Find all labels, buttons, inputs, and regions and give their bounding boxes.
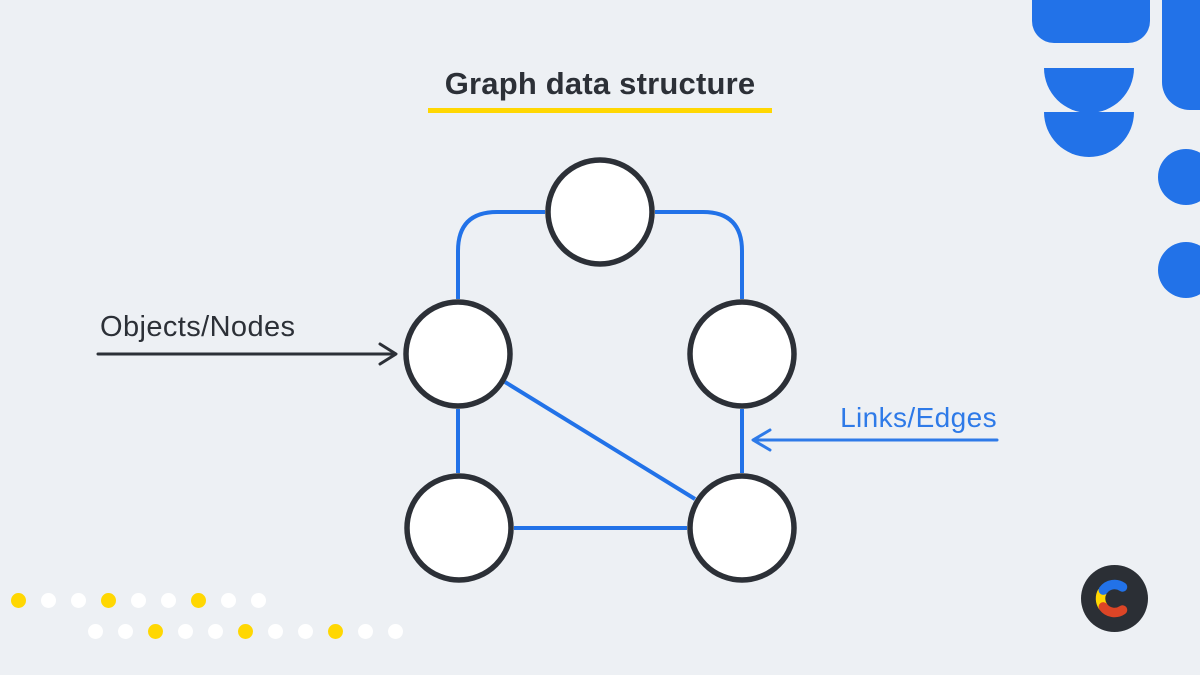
decor-dot-white [358,624,373,639]
decor-dot-white [178,624,193,639]
decor-dot-yellow [101,593,116,608]
decor-dot-white [221,593,236,608]
page-title: Graph data structure [444,66,756,101]
logo-blue-arc [1098,579,1128,595]
decor-dot-yellow [11,593,26,608]
decor-dot-yellow [148,624,163,639]
decor-circle-shape [1158,149,1200,205]
decor-circle-shape [1158,242,1200,298]
edge-top-to-mid-right [655,210,744,299]
links-edges-label: Links/Edges [840,402,997,433]
graph-node-mid-left [403,299,513,409]
decor-dot-white [71,593,86,608]
brand-logo [1081,565,1148,632]
edge-top-to-mid-left [456,210,545,299]
title-underline [428,108,772,113]
links-edges-arrow-head [751,428,772,452]
logo-background-circle [1081,565,1148,632]
decor-dot-white [208,624,223,639]
edge-mid-left-to-bottom-right [503,380,697,501]
objects-nodes-arrow [96,342,398,366]
logo-red-arc [1098,602,1128,618]
graph-node-bottom-right [687,473,797,583]
decor-dot-white [88,624,103,639]
objects-nodes-arrow-head [378,342,398,366]
decor-dot-yellow [238,624,253,639]
links-edges-arrow [751,428,999,452]
decor-dot-white [118,624,133,639]
decor-dot-white [161,593,176,608]
decor-dot-white [251,593,266,608]
decor-rounded-rect-shape [1032,0,1150,43]
decor-dot-white [298,624,313,639]
dot-row-top [11,593,266,608]
decor-dot-yellow [328,624,343,639]
graph-node-top [545,157,655,267]
decor-capsule-shape [1162,0,1200,110]
graph-node-bottom-left [404,473,514,583]
decor-dot-white [41,593,56,608]
objects-nodes-label: Objects/Nodes [100,311,296,343]
decor-dot-white [131,593,146,608]
decor-dot-white [268,624,283,639]
decor-dot-white [388,624,403,639]
graph-node-mid-right [687,299,797,409]
decor-dot-yellow [191,593,206,608]
dot-row-bottom [88,624,403,639]
